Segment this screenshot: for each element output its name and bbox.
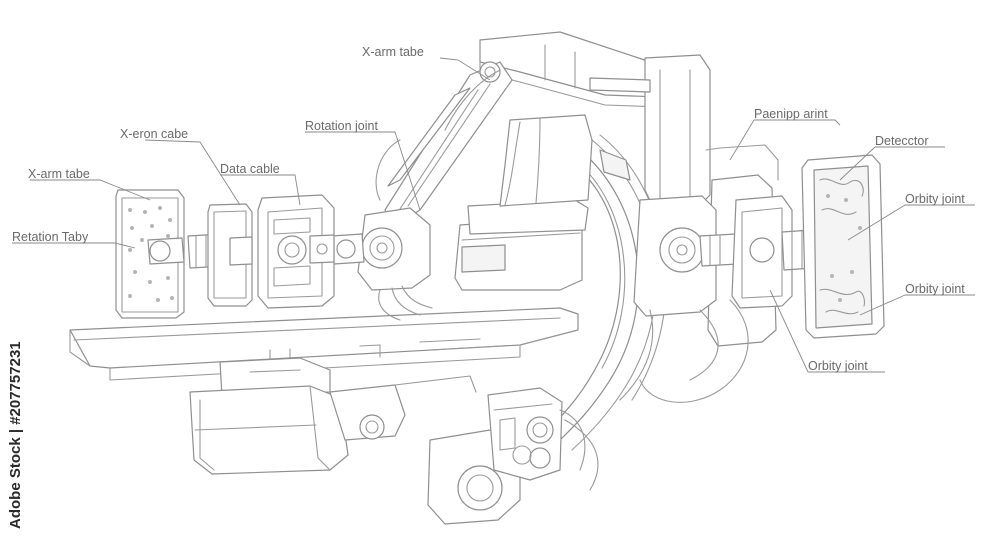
- leader-lines: [12, 57, 975, 373]
- label-orbity-joint-2: Orbity joint: [905, 282, 965, 296]
- label-xarm-tube-left: X-arm tabe: [28, 167, 90, 181]
- label-xeron-cable: X-eron cabe: [120, 127, 188, 141]
- right-exploded-parts: [619, 144, 885, 403]
- label-orbity-joint-1: Orbity joint: [905, 192, 965, 206]
- top-gantry: [479, 31, 711, 206]
- label-retation-taby: Retation Taby: [12, 230, 89, 244]
- xray-source-assembly: [427, 387, 599, 525]
- central-housing: [454, 114, 593, 291]
- callout-labels: X-arm tabe X-eron cabe Data cable X-arm …: [12, 45, 965, 373]
- stock-id-watermark: Adobe Stock | #207757231: [7, 341, 24, 529]
- label-detecctor: Detecctor: [875, 134, 929, 148]
- label-rotation-joint: Rotation joint: [305, 119, 378, 133]
- label-orbity-joint-3: Orbity joint: [808, 359, 868, 373]
- label-xarm-tube-top: X-arm tabe: [362, 45, 424, 59]
- stock-id-text: Adobe Stock | #207757231: [7, 341, 24, 529]
- base-cart: [189, 357, 477, 475]
- label-data-cable: Data cable: [220, 162, 280, 176]
- label-paenipp-arint: Paenipp arint: [754, 107, 828, 121]
- rotation-joint-assembly: [331, 207, 433, 321]
- left-exploded-parts: [115, 189, 335, 319]
- articulated-arm: [375, 61, 513, 226]
